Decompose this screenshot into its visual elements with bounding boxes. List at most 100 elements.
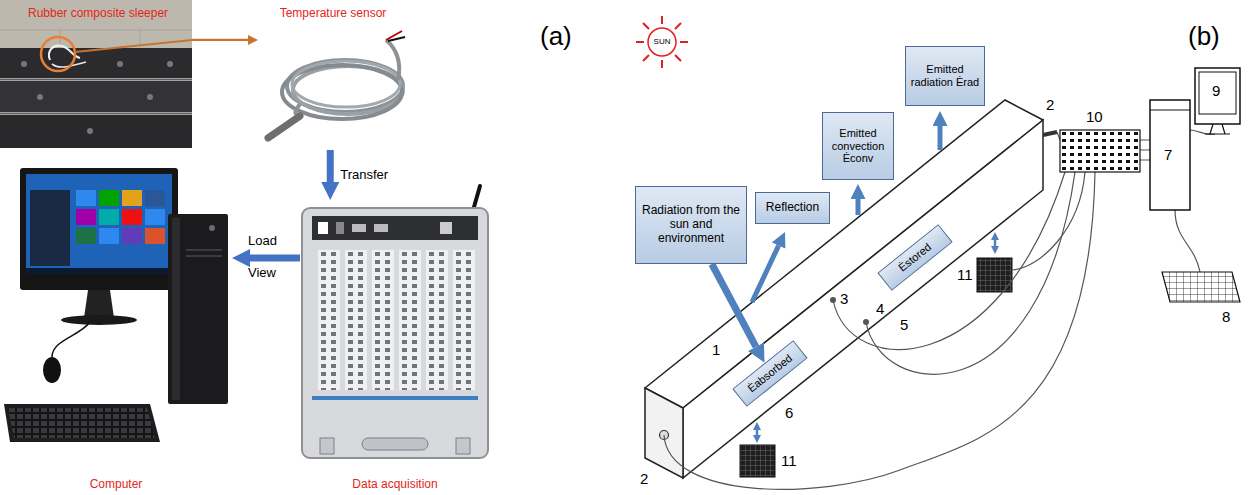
monitor <box>1195 68 1240 134</box>
computer-tower <box>1150 100 1190 210</box>
energy-box: Emitted convection Ėconv <box>822 112 894 180</box>
callout-number: 6 <box>785 404 793 421</box>
computer-illustration <box>4 404 160 442</box>
callout-number: 9 <box>1212 82 1220 99</box>
sleeper-photo <box>0 81 192 112</box>
sensor-wire <box>1140 140 1150 160</box>
data-logger-illustration <box>312 216 478 240</box>
energy-arrow <box>994 240 997 246</box>
computer-illustration <box>8 408 155 438</box>
energy-arrow <box>752 246 779 302</box>
computer-illustration <box>76 209 96 225</box>
energy-box: Radiation from the sun and environment <box>635 186 747 264</box>
computer-illustration <box>76 228 96 244</box>
callout-number: 3 <box>840 290 848 307</box>
sleeper-photo <box>0 0 192 148</box>
sensor-wire <box>866 172 1075 374</box>
computer-illustration <box>20 168 178 290</box>
sleeper-photo <box>147 94 153 100</box>
sensor-illustration <box>268 31 405 138</box>
sensor-illustration <box>386 40 399 80</box>
connector-arrow <box>250 255 300 262</box>
computer-illustration <box>84 290 114 318</box>
sleeper-photo <box>0 80 192 114</box>
data-logger-illustration <box>440 222 452 234</box>
data-logger-illustration <box>318 250 475 390</box>
computer-illustration <box>168 214 228 404</box>
caption-text: Data acquisition <box>352 477 437 491</box>
sensor-wire <box>833 172 1065 350</box>
computer-illustration <box>122 209 142 225</box>
keyboard <box>1162 272 1240 302</box>
computer-illustration <box>52 322 90 357</box>
sleeper-photo <box>117 61 123 67</box>
computer-illustration <box>122 190 142 206</box>
box-text: Radiation from the sun and environment <box>640 204 742 245</box>
sensor-illustration <box>292 61 400 107</box>
data-logger-illustration <box>320 438 334 454</box>
computer-illustration <box>99 190 119 206</box>
sleeper-photo <box>21 61 27 67</box>
callout-number: 4 <box>876 300 884 317</box>
energy-box: Ėstored <box>877 224 952 291</box>
callout-number: 2 <box>1046 96 1054 113</box>
caption-text: Temperature sensor <box>280 6 387 20</box>
computer-illustration <box>99 228 119 244</box>
sleeper-model <box>645 100 1057 478</box>
computer-illustration <box>186 250 222 256</box>
sun-icon <box>636 16 688 68</box>
sleeper-model <box>645 388 683 478</box>
computer-illustration <box>4 168 228 442</box>
monitor <box>1205 124 1230 134</box>
computer-illustration <box>209 225 215 231</box>
sleeper-photo <box>87 128 93 134</box>
data-logger-illustration <box>362 438 428 450</box>
sleeper-photo <box>167 61 173 67</box>
sensor-wire <box>1175 210 1200 272</box>
data-logger-illustration <box>302 208 488 458</box>
caption-text: Rubber composite sleeper <box>28 6 168 20</box>
sensor-illustration <box>268 116 300 138</box>
callout-number: 10 <box>1086 108 1103 125</box>
box-text: Emitted convection Ėconv <box>827 127 889 165</box>
energy-arrow <box>756 430 759 435</box>
callout-number: 11 <box>781 452 797 469</box>
callout-number: 8 <box>1222 308 1230 325</box>
computer-illustration <box>26 268 172 274</box>
computer-illustration <box>99 209 119 225</box>
energy-box: Ėabsorbed <box>732 340 807 407</box>
callout-number: 2 <box>640 470 648 487</box>
computer-tower <box>1150 110 1190 111</box>
sensor-panel: Temperature sensor <box>258 2 408 150</box>
data-logger-illustration <box>374 224 388 232</box>
computer-illustration <box>26 174 172 274</box>
box-text: Ėabsorbed <box>745 351 794 394</box>
computer-illustration <box>172 218 180 400</box>
computer-illustration <box>122 228 142 244</box>
sun-icon <box>636 16 688 68</box>
sleeper-photo <box>75 40 192 52</box>
sleeper-photo <box>0 30 192 47</box>
sleeper-photo <box>0 115 192 148</box>
terminal-block <box>1060 130 1140 172</box>
connector-label: Transfer <box>340 168 388 183</box>
connector-arrow <box>712 264 756 347</box>
panel-letter: (b) <box>1188 22 1220 52</box>
computer-illustration <box>145 190 165 206</box>
sleeper-photo <box>41 37 75 71</box>
data-logger-illustration <box>352 224 366 232</box>
computer-panel: Computer <box>0 160 232 495</box>
sleeper-photo <box>37 94 43 100</box>
computer-illustration <box>145 209 165 225</box>
computer-illustration <box>43 357 61 383</box>
callout-number: 11 <box>957 266 973 283</box>
sensor-wire <box>664 130 1215 489</box>
panel-letter: (a) <box>540 22 572 52</box>
arrow-label: View <box>248 266 276 281</box>
photo-panel: Rubber composite sleeper <box>0 0 192 148</box>
energy-box: Reflection <box>755 192 830 224</box>
arrow-label: Load <box>248 234 277 249</box>
